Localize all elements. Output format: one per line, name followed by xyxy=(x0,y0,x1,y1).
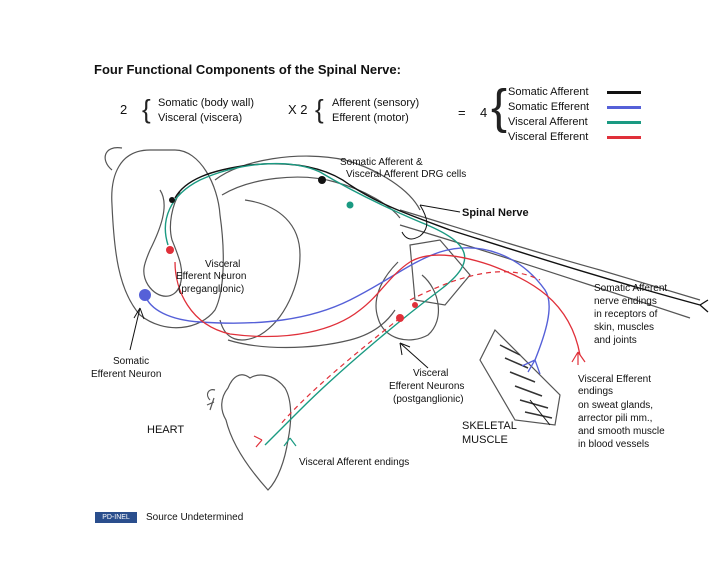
dorsal-root-inner xyxy=(221,176,401,219)
muscle-leader xyxy=(529,399,551,426)
visceral-pre-label-1: Visceral xyxy=(205,259,241,270)
heart-vessels xyxy=(206,389,216,411)
spinal-cord-outline xyxy=(111,149,224,329)
spinal-nerve-upper xyxy=(399,209,701,301)
dorsal-horn-cell xyxy=(169,197,175,203)
somatic-aff-end-label-3: in receptors of xyxy=(594,309,658,320)
somatic-motor-neuron xyxy=(139,289,151,301)
heart-label: HEART xyxy=(147,424,185,436)
legend-label-visceral-afferent: Visceral Afferent xyxy=(508,116,588,128)
muscle-outline xyxy=(479,328,561,426)
drg-cell-visceral xyxy=(346,201,354,209)
visceral-efferent-gray-ramus xyxy=(409,271,541,301)
somatic-aff-end-label-1: Somatic Afferent xyxy=(594,283,668,294)
somatic-eff-label-2: Efferent Neuron xyxy=(91,369,162,380)
visceral-post-label-2: Efferent Neurons xyxy=(389,381,465,392)
visceral-pre-label-3: (preganglionic) xyxy=(178,284,245,295)
somatic-aff-end-label-4: skin, muscles xyxy=(594,322,655,333)
somatic-aff-end-label-2: nerve endings xyxy=(594,296,657,307)
visceral-afferent-endings-label: Visceral Afferent endings xyxy=(299,457,410,468)
brace-middle: { xyxy=(315,94,324,124)
skeletal-muscle-label-2: MUSCLE xyxy=(462,434,508,446)
postganglionic-arrowhead xyxy=(399,342,411,356)
diagram-title: Four Functional Components of the Spinal… xyxy=(94,62,401,77)
visc-eff-end-label-4: arrector pili mm., xyxy=(578,413,653,424)
postganglionic-leader xyxy=(399,342,429,369)
somatic-efferent-leader xyxy=(129,307,141,351)
visc-eff-end-label-3: on sweat glands, xyxy=(578,400,654,411)
somatic-efferent-arrowhead xyxy=(133,307,145,320)
visceral-term: Visceral (viscera) xyxy=(158,112,243,124)
sympathetic-ganglion-outline xyxy=(375,261,440,341)
source-label: Source Undetermined xyxy=(146,512,244,523)
preganglionic-cell xyxy=(166,246,174,254)
sympathetic-window xyxy=(409,239,471,306)
callout-lines xyxy=(129,204,551,426)
visc-eff-end-label-2: endings xyxy=(578,386,614,397)
cord-posterior-outline xyxy=(104,147,123,171)
visceral-pre-label-2: Efferent Neuron xyxy=(176,271,247,282)
visceral-efferent-path xyxy=(174,254,581,356)
visceral-post-label-1: Visceral xyxy=(413,368,449,379)
somatic-afferent-path xyxy=(174,163,701,306)
result-four: 4 xyxy=(480,105,488,120)
legend-swatch-somatic-afferent xyxy=(607,91,641,94)
brace-right: { xyxy=(491,81,508,134)
skeletal-muscle-label-1: SKELETAL xyxy=(462,420,517,432)
spinal-nerve-label: Spinal Nerve xyxy=(462,207,529,219)
visceral-afferent-endings-mark xyxy=(283,437,297,447)
spinal-nerve-lower xyxy=(399,224,691,319)
efferent-term: Efferent (motor) xyxy=(332,112,409,124)
postganglionic-cell-2 xyxy=(412,302,418,308)
muscle-striations xyxy=(499,344,553,419)
lateral-mass-outline xyxy=(219,199,301,341)
license-badge: PD-INEL xyxy=(95,512,137,523)
spinal-nerve-leader xyxy=(419,204,461,213)
visceral-post-label-3: (postganglionic) xyxy=(393,394,464,405)
legend-label-somatic-efferent: Somatic Efferent xyxy=(508,101,590,113)
visceral-efferent-endings xyxy=(253,351,586,448)
drg-cell-somatic xyxy=(318,176,326,184)
times-two: X 2 xyxy=(288,102,308,117)
visc-eff-end-label-6: in blood vessels xyxy=(578,439,650,450)
somatic-aff-end-label-5: and joints xyxy=(594,335,637,346)
somatic-afferent-endings xyxy=(699,299,709,313)
afferent-term: Afferent (sensory) xyxy=(332,97,420,109)
drg-label-line2: Visceral Afferent DRG cells xyxy=(346,169,467,180)
brace-left: { xyxy=(142,94,151,124)
heart-outline xyxy=(221,374,292,491)
postganglionic-cell-1 xyxy=(396,314,404,322)
legend-label-visceral-efferent: Visceral Efferent xyxy=(508,131,589,143)
visc-eff-end-label-5: and smooth muscle xyxy=(578,426,665,437)
somatic-eff-label-1: Somatic xyxy=(113,356,150,367)
somatic-term: Somatic (body wall) xyxy=(158,97,254,109)
equals-sign: = xyxy=(458,105,466,120)
spinal-nerve-callout xyxy=(401,204,428,240)
legend-label-somatic-afferent: Somatic Afferent xyxy=(508,86,589,98)
legend-swatch-visceral-efferent xyxy=(607,136,641,139)
factor-two: 2 xyxy=(120,102,128,117)
visceral-afferent-path xyxy=(164,162,466,446)
drg-label-line1: Somatic Afferent & xyxy=(340,157,423,168)
somatic-efferent-endings xyxy=(521,359,541,375)
visc-eff-end-label-1: Visceral Efferent xyxy=(578,374,652,385)
legend-swatch-visceral-afferent xyxy=(607,121,641,124)
visceral-efferent-postganglionic xyxy=(279,317,401,426)
gray-matter-outline xyxy=(143,189,183,297)
ventral-root-outline xyxy=(227,309,396,349)
legend-swatch-somatic-efferent xyxy=(607,106,641,109)
